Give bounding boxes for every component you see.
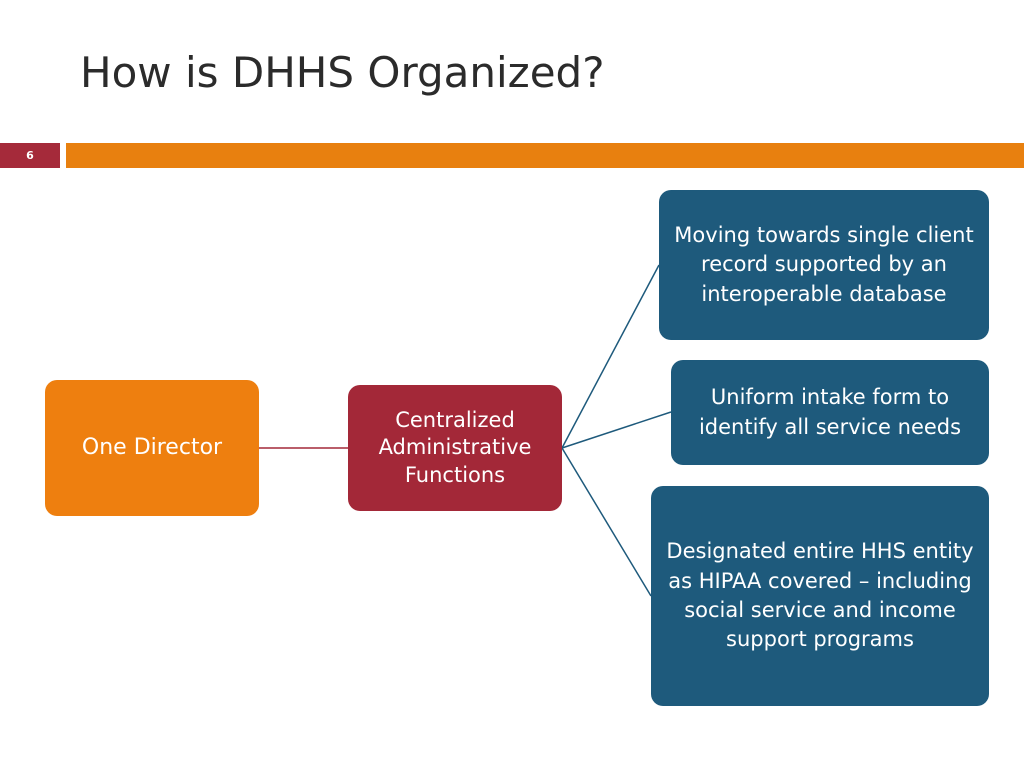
node-single-client-record: Moving towards single client record supp… <box>659 190 989 340</box>
slide-number-badge: 6 <box>0 143 60 168</box>
node-one-director: One Director <box>45 380 259 516</box>
node-one-director-label: One Director <box>81 434 223 460</box>
connector-middle-to-branch-3 <box>561 447 652 597</box>
connector-middle-to-branch-1 <box>561 264 660 449</box>
slide-number: 6 <box>26 149 34 162</box>
node-single-client-record-label: Moving towards single client record supp… <box>674 222 974 306</box>
node-uniform-intake-form-label: Uniform intake form to identify all serv… <box>698 385 962 439</box>
node-centralized-functions-label: Centralized Administrative Functions <box>378 408 532 487</box>
title-divider-bar <box>66 143 1024 168</box>
node-uniform-intake-form: Uniform intake form to identify all serv… <box>671 360 989 465</box>
node-hipaa-covered-label: Designated entire HHS entity as HIPAA co… <box>666 539 974 652</box>
node-hipaa-covered: Designated entire HHS entity as HIPAA co… <box>651 486 989 706</box>
connector-middle-to-branch-2 <box>561 411 672 449</box>
page-title: How is DHHS Organized? <box>80 48 605 97</box>
node-centralized-functions: Centralized Administrative Functions <box>348 385 562 511</box>
